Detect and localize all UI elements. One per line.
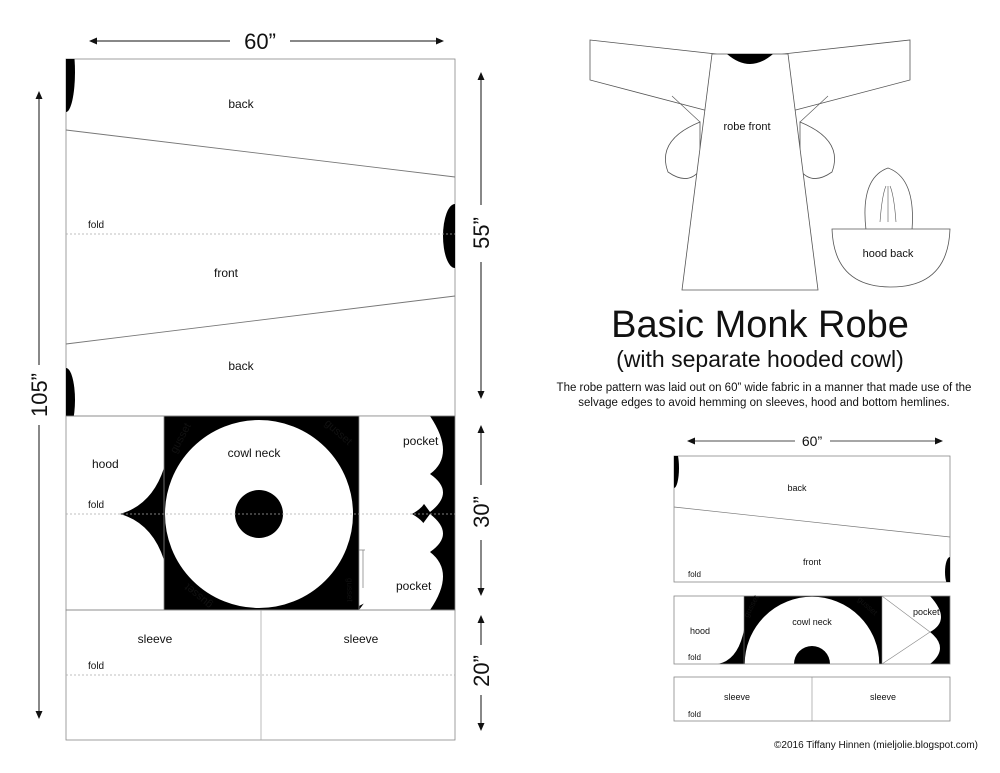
small-hood-label: hood (690, 626, 710, 636)
small-cowl-neck-label: cowl neck (792, 617, 832, 627)
pocket-label: pocket (396, 579, 432, 593)
hood-length-label: 30” (469, 496, 494, 528)
fold-label: fold (88, 500, 104, 511)
hood-shape (864, 167, 913, 231)
small-fold-label: fold (688, 653, 701, 662)
neck-cutout (443, 204, 455, 268)
page-subtitle: (with separate hooded cowl) (616, 346, 904, 372)
neck-cutout (66, 59, 75, 112)
pocket-label: pocket (403, 434, 439, 448)
hood-label: hood (92, 457, 119, 471)
pocket-piece (359, 514, 443, 610)
neck-cutout (66, 368, 75, 416)
sleeve-section: sleeve sleeve fold (65, 609, 456, 741)
small-fold-label: fold (688, 570, 701, 579)
small-front-label: front (803, 557, 822, 567)
small-hood-section: hood fold cowl neck gusset gusset pocket (673, 593, 951, 665)
sleeve-length-label: 20” (469, 655, 494, 687)
small-sleeve-label: sleeve (724, 692, 750, 702)
sleeve-label: sleeve (344, 632, 379, 646)
body-length-label: 55” (469, 217, 494, 249)
small-sleeve-label: sleeve (870, 692, 896, 702)
small-body-section: back front fold (673, 455, 951, 583)
back-bottom-label: back (228, 359, 254, 373)
credit: ©2016 Tiffany Hinnen (mieljolie.blogspot… (774, 740, 978, 751)
small-width-dimension: 60” (687, 433, 943, 449)
small-sleeve-section: sleeve sleeve fold (673, 676, 951, 722)
fold-label: fold (88, 661, 104, 672)
description: The robe pattern was laid out on 60” wid… (556, 382, 972, 409)
left-pocket (665, 121, 701, 179)
fold-label: fold (88, 220, 104, 231)
robe-front-label: robe front (723, 121, 770, 133)
left-sleeve (589, 39, 717, 113)
hood-back-cape (831, 228, 951, 288)
width-dimension: 60” (89, 29, 444, 54)
small-fold-label: fold (688, 710, 701, 719)
gusset-label: gusset (345, 578, 354, 602)
sleeve-length-dimension: 20” (469, 615, 494, 731)
front-label: front (214, 266, 239, 280)
sleeve-label: sleeve (138, 632, 173, 646)
total-length-dimension: 105” (27, 91, 52, 719)
page-title: Basic Monk Robe (611, 304, 909, 346)
body-section: back fold front back (65, 58, 456, 417)
body-length-dimension: 55” (469, 72, 494, 399)
back-top-label: back (228, 97, 254, 111)
robe-illustration: robe front hood back (589, 39, 951, 291)
small-pocket-label: pocket (913, 607, 940, 617)
right-sleeve (782, 39, 911, 113)
robe-neckline (727, 54, 773, 64)
small-back-label: back (787, 483, 807, 493)
hood-length-dimension: 30” (469, 425, 494, 596)
width-label: 60” (244, 29, 276, 54)
small-width-label: 60” (802, 433, 823, 449)
hood-back-label: hood back (863, 248, 914, 260)
large-layout: 60” 105” 55” 30” 20” (27, 29, 494, 741)
cowl-neck-label: cowl neck (228, 446, 282, 460)
right-pocket (799, 121, 835, 179)
hood-section: hood fold cowl neck gusset gusset gusset… (65, 415, 456, 611)
small-layout: 60” back front fold (673, 433, 951, 722)
total-length-label: 105” (27, 373, 52, 417)
